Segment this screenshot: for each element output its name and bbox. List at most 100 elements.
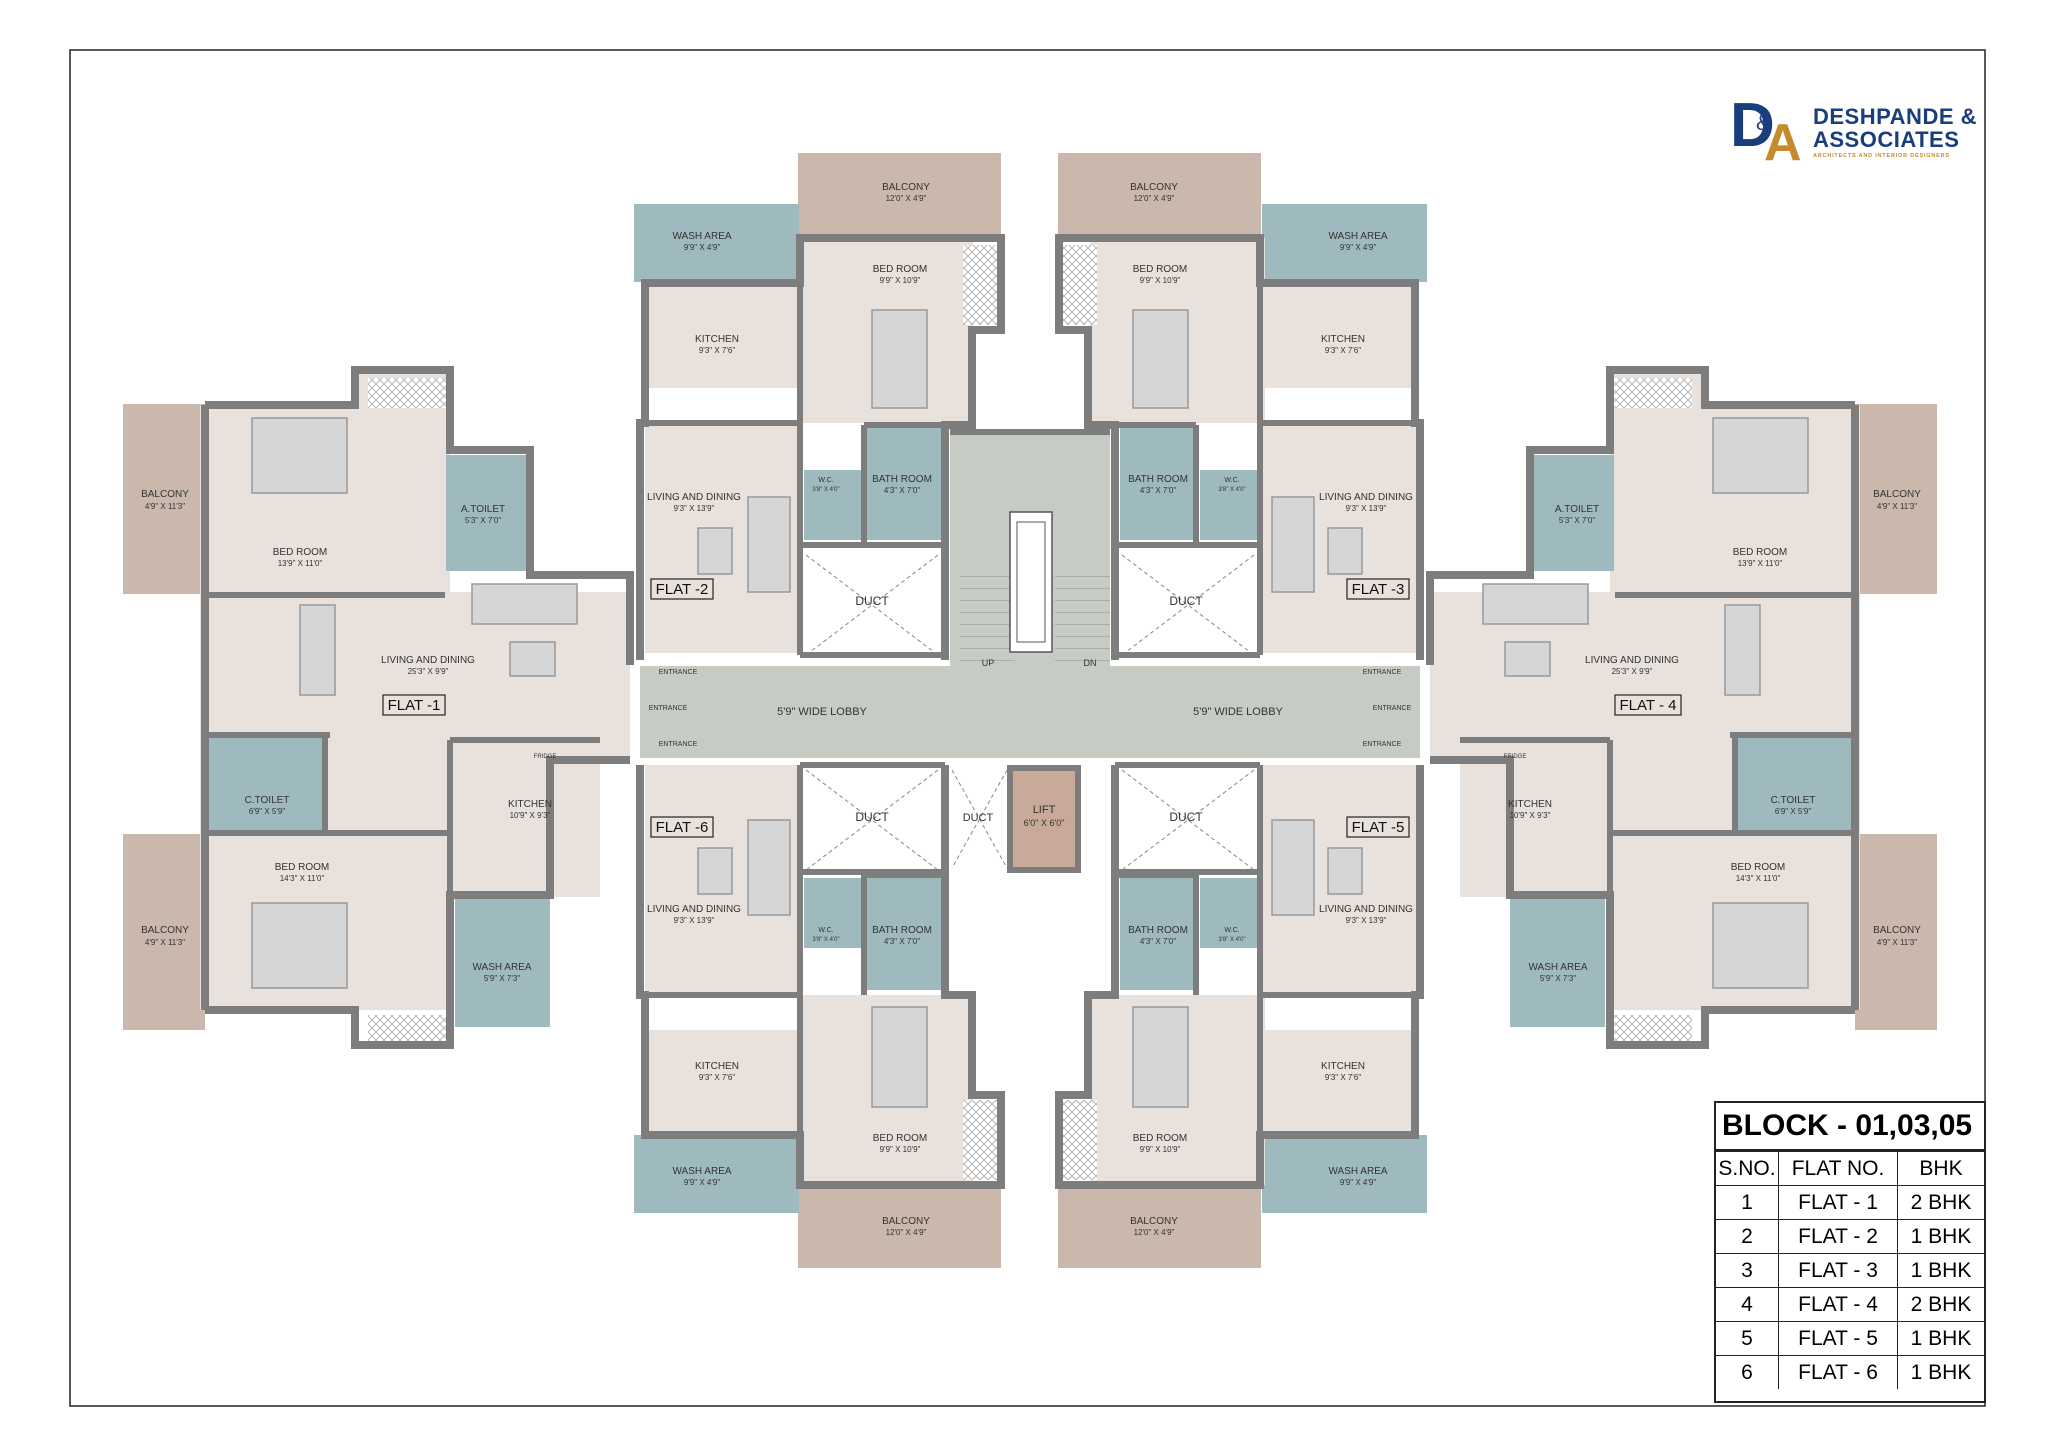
label-wash-f1: WASH AREA (472, 962, 531, 973)
table-row: 1 FLAT - 1 2 BHK (1716, 1185, 1984, 1220)
cell-bhk: 2 BHK (1897, 1287, 1984, 1322)
cell-sno: 3 (1716, 1253, 1779, 1288)
dim-bath-f2: 4'3" X 7'0" (884, 486, 920, 495)
label-duct-core: DUCT (963, 812, 994, 824)
cell-flat-no: FLAT - 1 (1778, 1185, 1898, 1220)
flat-tags: FLAT -1 FLAT -2 FLAT -3 FLAT - 4 FLAT -5… (382, 578, 1682, 838)
label-entrance-f3: ENTRANCE (1363, 669, 1402, 676)
dim-wash-f3: 9'9" X 4'9" (1340, 243, 1376, 252)
dim-balcony-f1-top: 4'9" X 11'3" (145, 502, 185, 511)
label-entrance-f6: ENTRANCE (659, 741, 698, 748)
label-bath-f6: BATH ROOM (872, 925, 932, 936)
label-bath-f2: BATH ROOM (872, 474, 932, 485)
dim-ctoilet-f1: 6'9" X 5'9" (249, 807, 285, 816)
dim-living-f4: 25'3" X 9'9" (1612, 667, 1653, 676)
table-row: 6 FLAT - 6 1 BHK (1716, 1355, 1984, 1389)
cell-sno: 4 (1716, 1287, 1779, 1322)
dim-wash-f4: 5'9" X 7'3" (1540, 974, 1576, 983)
header-bhk: BHK (1897, 1151, 1984, 1186)
dim-balcony-f6: 12'0" X 4'9" (886, 1228, 927, 1237)
label-balcony-f1-bottom: BALCONY (141, 925, 189, 936)
label-balcony-f5: BALCONY (1130, 1216, 1178, 1227)
firm-logo: D & A DESHPANDE & ASSOCIATES ARCHITECTS … (1728, 86, 1988, 172)
label-wash-f2: WASH AREA (672, 231, 731, 242)
dim-bed-f4-top: 13'9" X 11'0" (1738, 559, 1783, 568)
dim-bath-f6: 4'3" X 7'0" (884, 937, 920, 946)
label-fridge-f4: FRIDGE (1504, 754, 1527, 760)
label-ctoilet-f4: C.TOILET (1771, 795, 1816, 806)
dim-bed-f2: 9'9" X 10'9" (880, 276, 921, 285)
cell-bhk: 1 BHK (1897, 1219, 1984, 1254)
flat-tag-5: FLAT -5 (1352, 819, 1405, 836)
dim-balcony-f4-top: 4'9" X 11'3" (1877, 502, 1917, 511)
label-stair-dn: DN (1084, 658, 1097, 668)
label-bed-f4-top: BED ROOM (1733, 547, 1787, 558)
monogram-d: D (1730, 91, 1775, 160)
dim-bed-f3: 9'9" X 10'9" (1140, 276, 1181, 285)
dim-balcony-f2: 12'0" X 4'9" (886, 194, 927, 203)
dim-atoilet-f1: 5'3" X 7'0" (465, 516, 501, 525)
label-kitchen-f4: KITCHEN (1508, 799, 1552, 810)
dim-bed-f5: 9'9" X 10'9" (1140, 1145, 1181, 1154)
dim-living-f5: 9'3" X 13'9" (1346, 916, 1387, 925)
label-wc-f5: W.C. (1224, 927, 1239, 934)
label-bath-f5: BATH ROOM (1128, 925, 1188, 936)
label-wc-f2: W.C. (818, 477, 833, 484)
label-lift: LIFT (1033, 804, 1056, 816)
label-living-f3: LIVING AND DINING (1319, 492, 1413, 503)
sheet-border (69, 49, 1986, 1407)
dim-kitchen-f3: 9'3" X 7'6" (1325, 346, 1361, 355)
cell-flat-no: FLAT - 4 (1778, 1287, 1898, 1322)
label-atoilet-f1: A.TOILET (461, 504, 505, 515)
label-balcony-f1-top: BALCONY (141, 489, 189, 500)
da-monogram-icon: D & A (1730, 91, 1802, 172)
dim-wash-f1: 5'9" X 7'3" (484, 974, 520, 983)
dim-wash-f6: 9'9" X 4'9" (684, 1178, 720, 1187)
dim-bath-f3: 4'3" X 7'0" (1140, 486, 1176, 495)
label-kitchen-f6: KITCHEN (695, 1061, 739, 1072)
label-lobby-left: 5'9" WIDE LOBBY (777, 706, 867, 718)
cell-sno: 6 (1716, 1355, 1779, 1389)
walls (201, 234, 1859, 1189)
label-duct-f3: DUCT (1169, 594, 1203, 608)
dim-kitchen-f2: 9'3" X 7'6" (699, 346, 735, 355)
cell-bhk: 2 BHK (1897, 1185, 1984, 1220)
dim-balcony-f1-bottom: 4'9" X 11'3" (145, 938, 185, 947)
header-sno: S.NO. (1716, 1151, 1779, 1186)
flat-tag-4: FLAT - 4 (1620, 697, 1677, 714)
dim-bed-f4-bottom: 14'3" X 11'0" (1736, 874, 1781, 883)
dim-bed-f1-top: 13'9" X 11'0" (278, 559, 323, 568)
cell-bhk: 1 BHK (1897, 1321, 1984, 1356)
dim-wash-f2: 9'9" X 4'9" (684, 243, 720, 252)
flat-tag-6: FLAT -6 (656, 819, 709, 836)
dim-lift: 6'0" X 6'0" (1024, 818, 1065, 828)
label-living-f6: LIVING AND DINING (647, 904, 741, 915)
firm-name-line1: DESHPANDE & (1813, 104, 1978, 129)
dim-balcony-f5: 12'0" X 4'9" (1134, 1228, 1175, 1237)
schedule-title: BLOCK - 01,03,05 (1716, 1103, 1984, 1151)
label-lobby-right: 5'9" WIDE LOBBY (1193, 706, 1283, 718)
cell-sno: 5 (1716, 1321, 1779, 1356)
label-bed-f6: BED ROOM (873, 1133, 927, 1144)
table-row: 2 FLAT - 2 1 BHK (1716, 1219, 1984, 1254)
table-header-row: S.NO. FLAT NO. BHK (1716, 1151, 1984, 1186)
cell-flat-no: FLAT - 2 (1778, 1219, 1898, 1254)
label-entrance-f2: ENTRANCE (659, 669, 698, 676)
label-living-f1: LIVING AND DINING (381, 655, 475, 666)
label-living-f5: LIVING AND DINING (1319, 904, 1413, 915)
cell-flat-no: FLAT - 5 (1778, 1321, 1898, 1356)
dim-kitchen-f5: 9'3" X 7'6" (1325, 1073, 1361, 1082)
label-bed-f1-bottom: BED ROOM (275, 862, 329, 873)
schedule-grid: S.NO. FLAT NO. BHK 1 FLAT - 1 2 BHK 2 FL… (1716, 1151, 1984, 1389)
cell-flat-no: FLAT - 3 (1778, 1253, 1898, 1288)
label-kitchen-f3: KITCHEN (1321, 334, 1365, 345)
flat-tag-3: FLAT -3 (1352, 581, 1405, 598)
dim-balcony-f4-bottom: 4'9" X 11'3" (1877, 938, 1917, 947)
firm-tagline: ARCHITECTS AND INTERIOR DESIGNERS (1813, 153, 1950, 159)
label-bed-f1-top: BED ROOM (273, 547, 327, 558)
cell-sno: 1 (1716, 1185, 1779, 1220)
label-kitchen-f2: KITCHEN (695, 334, 739, 345)
label-fridge-f1: FRIDGE (534, 754, 557, 760)
